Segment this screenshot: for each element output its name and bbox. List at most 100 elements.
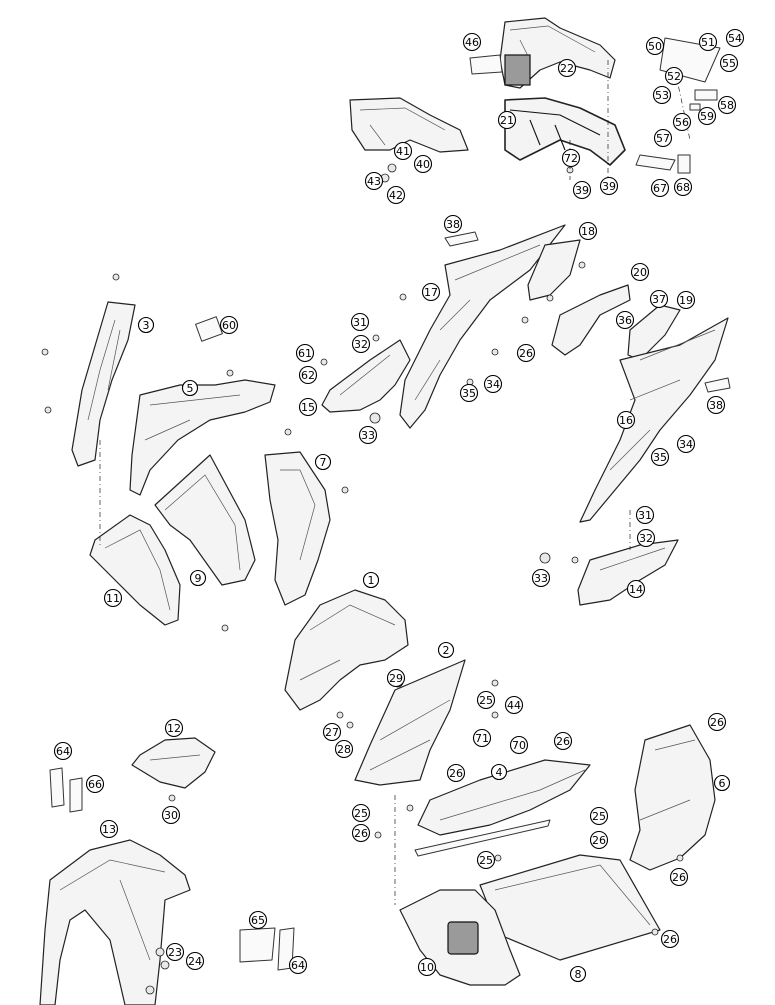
part-callout-1: 1 (362, 571, 380, 589)
part-callout-19: 19 (676, 290, 696, 310)
callout-circle (137, 316, 155, 334)
callout-circle (386, 185, 406, 205)
callout-number: 20 (633, 266, 647, 279)
callout-circle (185, 951, 205, 971)
callout-number: 25 (479, 854, 493, 867)
part-callout-23: 23 (165, 942, 185, 962)
callout-number: 26 (556, 735, 570, 748)
callout-number: 43 (367, 175, 381, 188)
callout-number: 62 (301, 369, 315, 382)
callout-number: 51 (701, 36, 715, 49)
callout-number: 26 (519, 347, 533, 360)
callout-circle (314, 453, 332, 471)
callout-number: 17 (424, 286, 438, 299)
part-callout-29: 29 (386, 668, 406, 688)
part-callout-26: 26 (553, 731, 573, 751)
callout-number: 21 (500, 114, 514, 127)
part-callout-68: 68 (673, 177, 693, 197)
callout-number: 1 (368, 574, 375, 587)
callout-number: 33 (534, 572, 548, 585)
callout-number: 71 (475, 732, 489, 745)
callout-number: 44 (507, 699, 521, 712)
callout-circle (351, 334, 371, 354)
callout-circle (443, 214, 463, 234)
callout-circle (676, 290, 696, 310)
part-callout-32: 32 (351, 334, 371, 354)
callout-number: 26 (449, 767, 463, 780)
callout-number: 52 (667, 70, 681, 83)
callout-circle (572, 180, 592, 200)
callout-circle (298, 397, 318, 417)
part-callout-33: 33 (531, 568, 551, 588)
part-callout-21: 21 (497, 110, 517, 130)
callout-circle (615, 310, 635, 330)
callout-circle (569, 965, 587, 983)
callout-number: 26 (592, 834, 606, 847)
callout-circle (650, 447, 670, 467)
callout-number: 14 (629, 583, 643, 596)
callout-circle (393, 141, 413, 161)
part-callout-36: 36 (615, 310, 635, 330)
callout-circle (362, 571, 380, 589)
part-callout-64: 64 (53, 741, 73, 761)
callout-number: 31 (638, 509, 652, 522)
callout-number: 42 (389, 189, 403, 202)
callout-number: 58 (720, 99, 734, 112)
callout-number: 31 (353, 316, 367, 329)
part-callout-30: 30 (161, 805, 181, 825)
callout-circle (653, 128, 673, 148)
callout-number: 25 (592, 810, 606, 823)
callout-circle (650, 178, 670, 198)
part-callout-67: 67 (650, 178, 670, 198)
side-cowlings-center (320, 224, 581, 429)
callout-circle (531, 568, 551, 588)
part-callout-43: 43 (364, 171, 384, 191)
callout-circle (599, 176, 619, 196)
part-callout-33: 33 (358, 425, 378, 445)
callout-circle (351, 803, 371, 823)
callout-circle (497, 110, 517, 130)
callout-circle (630, 262, 650, 282)
part-callout-71: 71 (472, 728, 492, 748)
callout-circle (578, 221, 598, 241)
part-callout-40: 40 (413, 154, 433, 174)
callout-number: 60 (222, 319, 236, 332)
callout-number: 6 (719, 777, 726, 790)
part-callout-7: 7 (314, 453, 332, 471)
callout-number: 68 (676, 181, 690, 194)
part-callout-25: 25 (351, 803, 371, 823)
callout-circle (636, 528, 656, 548)
part-callout-66: 66 (85, 774, 105, 794)
part-callout-38: 38 (706, 395, 726, 415)
part-callout-53: 53 (652, 85, 672, 105)
callout-circle (472, 728, 492, 748)
part-callout-28: 28 (334, 739, 354, 759)
callout-circle (483, 374, 503, 394)
callout-circle (476, 850, 496, 870)
callout-number: 29 (389, 672, 403, 685)
callout-circle (707, 712, 727, 732)
callout-circle (719, 53, 739, 73)
callout-number: 26 (710, 716, 724, 729)
license-plate-bracket-assembly (635, 37, 721, 174)
callout-circle (713, 774, 731, 792)
callout-circle (364, 171, 384, 191)
callout-number: 37 (652, 293, 666, 306)
callout-number: 64 (56, 745, 70, 758)
callout-circle (298, 365, 318, 385)
part-callout-26: 26 (669, 867, 689, 887)
callout-circle (660, 929, 680, 949)
front-side-panels-left (41, 273, 349, 632)
part-callout-44: 44 (504, 695, 524, 715)
part-callout-14: 14 (626, 579, 646, 599)
callout-number: 23 (168, 946, 182, 959)
front-fender-assembly (39, 737, 295, 1005)
callout-circle (189, 569, 207, 587)
part-callout-59: 59 (697, 106, 717, 126)
callout-circle (589, 806, 609, 826)
part-callout-65: 65 (248, 910, 268, 930)
callout-circle (437, 641, 455, 659)
callout-circle (504, 695, 524, 715)
part-callout-16: 16 (616, 410, 636, 430)
